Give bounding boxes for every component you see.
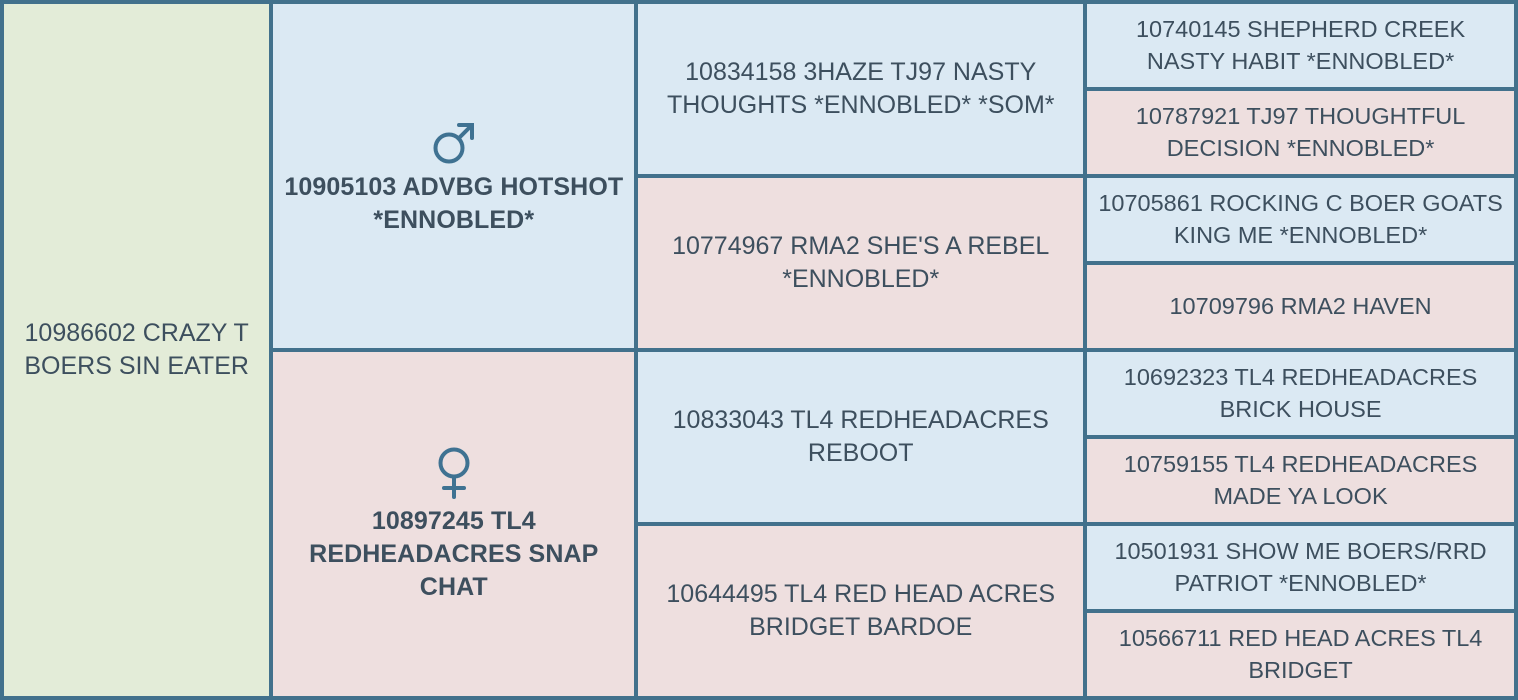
pedigree-cell-great-grandparent-1[interactable]: 10740145 SHEPHERD CREEK NASTY HABIT *ENN…	[1087, 4, 1518, 91]
pedigree-cell-paternal-granddam[interactable]: 10774967 RMA2 SHE'S A REBEL *ENNOBLED*	[638, 178, 1088, 352]
animal-name: 10759155 TL4 REDHEADACRES MADE YA LOOK	[1123, 451, 1478, 509]
animal-name: 10740145 SHEPHERD CREEK NASTY HABIT *ENN…	[1135, 16, 1466, 74]
pedigree-cell-great-grandparent-4[interactable]: 10709796 RMA2 HAVEN	[1087, 265, 1518, 352]
pedigree-cell-great-grandparent-8[interactable]: 10566711 RED HEAD ACRES TL4 BRIDGET	[1087, 613, 1518, 700]
pedigree-cell-maternal-grandsire[interactable]: 10833043 TL4 REDHEADACRES REBOOT	[638, 352, 1088, 526]
generation-column-root: 10986602 CRAZY T BOERS SIN EATER	[4, 4, 274, 700]
animal-name: 10566711 RED HEAD ACRES TL4 BRIDGET	[1118, 625, 1483, 683]
pedigree-cell-great-grandparent-3[interactable]: 10705861 ROCKING C BOER GOATS KING ME *E…	[1087, 178, 1518, 265]
animal-name: 10644495 TL4 RED HEAD ACRES BRIDGET BARD…	[666, 580, 1056, 641]
animal-name: 10705861 ROCKING C BOER GOATS KING ME *E…	[1098, 190, 1503, 248]
pedigree-cell-great-grandparent-5[interactable]: 10692323 TL4 REDHEADACRES BRICK HOUSE	[1087, 352, 1518, 439]
male-symbol-icon	[428, 115, 480, 167]
animal-name: 10774967 RMA2 SHE'S A REBEL *ENNOBLED*	[672, 232, 1050, 293]
animal-name: 10897245 TL4 REDHEADACRES SNAP CHAT	[309, 506, 599, 601]
pedigree-cell-paternal-grandsire[interactable]: 10834158 3HAZE TJ97 NASTY THOUGHTS *ENNO…	[638, 4, 1088, 178]
animal-name: 10709796 RMA2 HAVEN	[1169, 292, 1432, 319]
pedigree-cell-great-grandparent-7[interactable]: 10501931 SHOW ME BOERS/RRD PATRIOT *ENNO…	[1087, 526, 1518, 613]
animal-name: 10986602 CRAZY T BOERS SIN EATER	[24, 319, 249, 380]
animal-name: 10692323 TL4 REDHEADACRES BRICK HOUSE	[1123, 364, 1478, 422]
pedigree-cell-great-grandparent-2[interactable]: 10787921 TJ97 THOUGHTFUL DECISION *ENNOB…	[1087, 91, 1518, 178]
animal-name: 10834158 3HAZE TJ97 NASTY THOUGHTS *ENNO…	[666, 58, 1055, 119]
generation-column-2: 10834158 3HAZE TJ97 NASTY THOUGHTS *ENNO…	[638, 4, 1088, 700]
pedigree-cell-great-grandparent-6[interactable]: 10759155 TL4 REDHEADACRES MADE YA LOOK	[1087, 439, 1518, 526]
animal-name: 10833043 TL4 REDHEADACRES REBOOT	[672, 406, 1049, 467]
pedigree-cell-root[interactable]: 10986602 CRAZY T BOERS SIN EATER	[4, 4, 274, 700]
pedigree-cell-sire[interactable]: 10905103 ADVBG HOTSHOT *ENNOBLED*	[273, 4, 639, 352]
animal-name: 10787921 TJ97 THOUGHTFUL DECISION *ENNOB…	[1135, 103, 1466, 161]
female-symbol-icon	[430, 445, 478, 501]
animal-name: 10905103 ADVBG HOTSHOT *ENNOBLED*	[284, 173, 624, 234]
generation-column-3: 10740145 SHEPHERD CREEK NASTY HABIT *ENN…	[1087, 4, 1518, 700]
animal-name: 10501931 SHOW ME BOERS/RRD PATRIOT *ENNO…	[1114, 538, 1487, 596]
pedigree-cell-dam[interactable]: 10897245 TL4 REDHEADACRES SNAP CHAT	[273, 352, 639, 700]
generation-column-1: 10905103 ADVBG HOTSHOT *ENNOBLED* 108972…	[273, 4, 639, 700]
pedigree-cell-maternal-granddam[interactable]: 10644495 TL4 RED HEAD ACRES BRIDGET BARD…	[638, 526, 1088, 700]
